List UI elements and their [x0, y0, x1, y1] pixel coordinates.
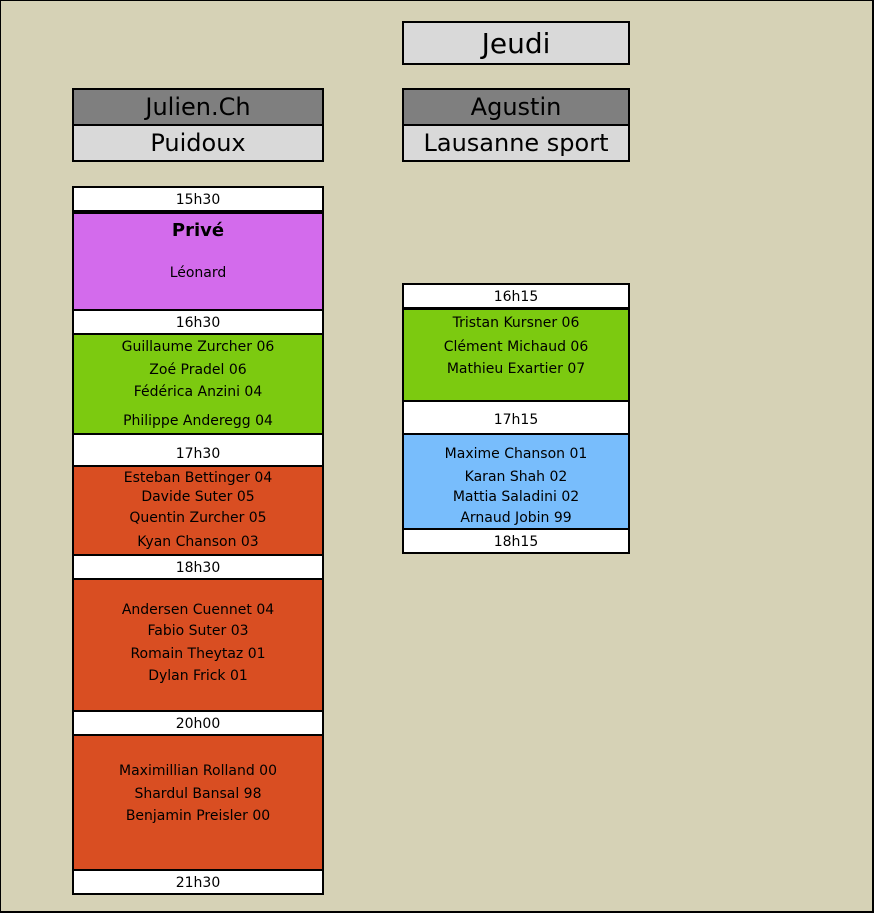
place-header-lausanne-sport: Lausanne sport: [402, 124, 630, 162]
coach-header-julien: Julien.Ch: [72, 88, 324, 126]
player-name: Clément Michaud 06: [443, 339, 589, 355]
session-block[interactable]: Tristan Kursner 06 Clément Michaud 06 Ma…: [402, 308, 630, 402]
time-slot-label: 16h15: [402, 283, 630, 309]
player-name: Kyan Chanson 03: [137, 534, 259, 550]
day-header: Jeudi: [402, 21, 630, 65]
time-slot-label: 20h00: [72, 710, 324, 736]
coach-header-agustin: Agustin: [402, 88, 630, 126]
time-slot-label: 18h30: [72, 554, 324, 580]
player-name: Fabio Suter 03: [147, 623, 249, 639]
player-name: Philippe Anderegg 04: [123, 413, 273, 429]
player-name: Maxime Chanson 01: [444, 446, 588, 462]
place-header-puidoux: Puidoux: [72, 124, 324, 162]
session-block[interactable]: Maxime Chanson 01 Karan Shah 02 Mattia S…: [402, 433, 630, 530]
player-name: Shardul Bansal 98: [134, 786, 262, 802]
player-name: Tristan Kursner 06: [452, 315, 580, 331]
player-name: Davide Suter 05: [141, 489, 255, 505]
session-title: Privé: [171, 220, 225, 241]
time-slot-label: 16h30: [72, 309, 324, 335]
player-name: Léonard: [169, 265, 227, 281]
player-name: Romain Theytaz 01: [130, 646, 266, 662]
player-name: Fédérica Anzini 04: [133, 384, 263, 400]
player-name: Mattia Saladini 02: [452, 489, 580, 505]
player-name: Dylan Frick 01: [148, 668, 248, 684]
time-slot-label: 15h30: [72, 186, 324, 212]
session-block[interactable]: Guillaume Zurcher 06 Zoé Pradel 06 Fédér…: [72, 333, 324, 435]
player-name: Arnaud Jobin 99: [460, 510, 572, 526]
time-slot-label: 18h15: [402, 528, 630, 554]
session-block[interactable]: Andersen Cuennet 04 Fabio Suter 03 Romai…: [72, 578, 324, 712]
session-block[interactable]: Maximillian Rolland 00 Shardul Bansal 98…: [72, 734, 324, 871]
player-name: Andersen Cuennet 04: [121, 602, 275, 618]
time-slot-label: 17h15: [402, 400, 630, 435]
time-slot-label: 17h30: [72, 433, 324, 467]
player-name: Karan Shah 02: [464, 469, 568, 485]
player-name: Benjamin Preisler 00: [125, 808, 271, 824]
player-name: Mathieu Exartier 07: [446, 361, 586, 377]
player-name: Maximillian Rolland 00: [119, 763, 277, 779]
session-block-prive[interactable]: Privé Léonard: [72, 212, 324, 311]
player-name: Guillaume Zurcher 06: [121, 339, 275, 355]
player-name: Quentin Zurcher 05: [129, 510, 267, 526]
session-block[interactable]: Esteban Bettinger 04 Davide Suter 05 Que…: [72, 465, 324, 556]
time-slot-label: 21h30: [72, 869, 324, 895]
player-name: Zoé Pradel 06: [149, 362, 247, 378]
player-name: Esteban Bettinger 04: [123, 470, 273, 486]
